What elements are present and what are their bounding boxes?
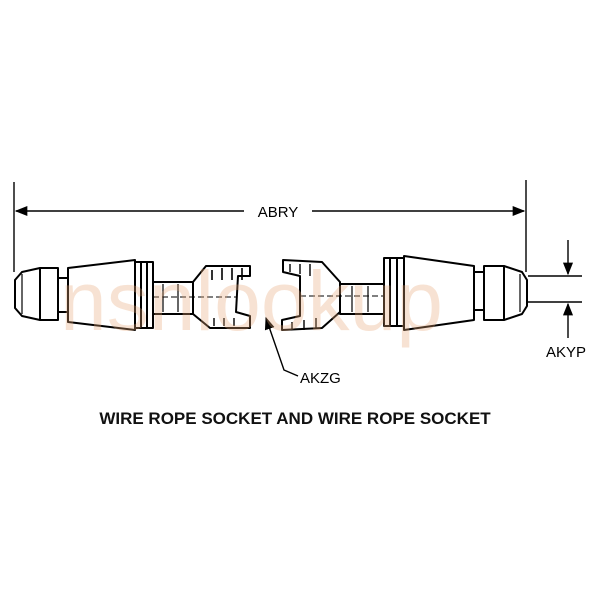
left-cone-body — [67, 259, 136, 331]
overall-length-label: ABRY — [258, 204, 299, 221]
right-fork-jaw — [281, 259, 341, 331]
left-shank — [152, 281, 194, 315]
diagram-caption: WIRE ROPE SOCKET AND WIRE ROPE SOCKET — [99, 409, 491, 428]
fork-gap-leader-line — [264, 316, 299, 377]
left-wire-rope-socket — [14, 259, 251, 331]
overall-length-dimension — [13, 180, 527, 272]
right-hex-nut — [473, 271, 485, 311]
right-cone-body — [403, 255, 475, 331]
diameter-label: AKYP — [546, 344, 586, 361]
right-nose-fitting — [483, 265, 528, 321]
watermark-logo: nsnlookup — [60, 254, 443, 348]
diameter-dimension — [528, 240, 582, 338]
right-wire-rope-socket — [281, 255, 528, 331]
fork-gap-label: AKZG — [300, 370, 341, 387]
fork-gap-leader — [264, 316, 299, 377]
